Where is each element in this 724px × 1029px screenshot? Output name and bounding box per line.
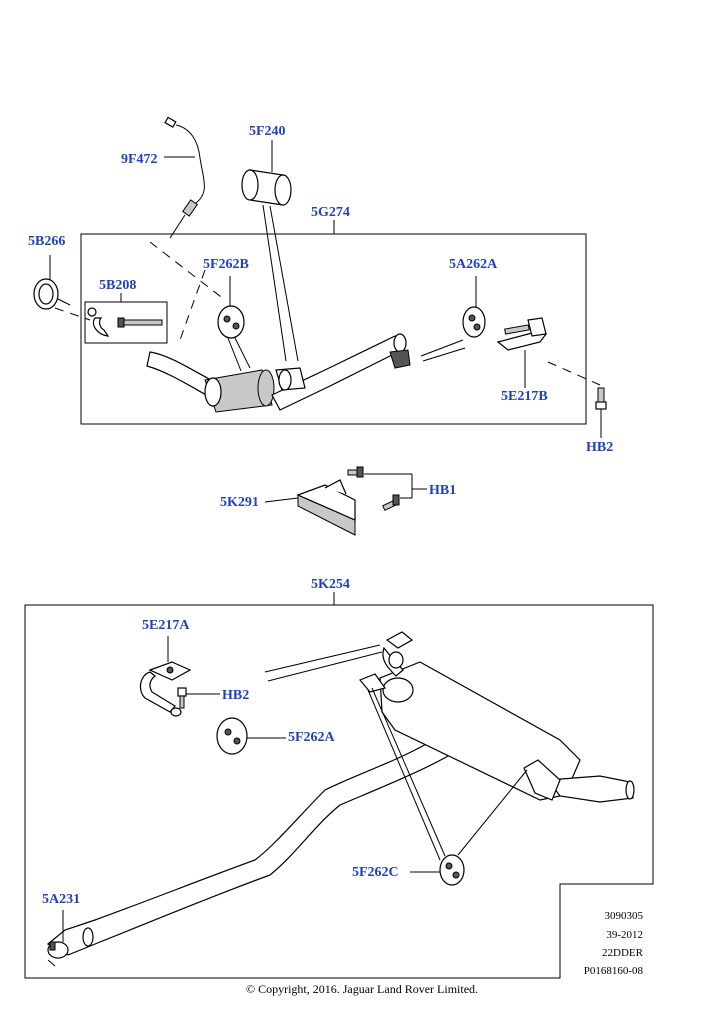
label-5f262a[interactable]: 5F262A: [288, 730, 335, 745]
front-pipe-assembly: [146, 333, 411, 413]
label-hb2-top[interactable]: HB2: [586, 440, 614, 455]
label-5f240[interactable]: 5F240: [249, 124, 286, 139]
label-5f262b[interactable]: 5F262B: [203, 257, 249, 272]
lower-assembly-box: [24, 604, 654, 979]
bracket-5e217a: [139, 636, 192, 717]
label-5g274[interactable]: 5G274: [311, 205, 350, 220]
oxygen-sensor-9f472: [164, 116, 205, 239]
label-9f472[interactable]: 9F472: [121, 152, 158, 167]
copyright-notice: © Copyright, 2016. Jaguar Land Rover Lim…: [245, 982, 479, 996]
label-5f262c[interactable]: 5F262C: [352, 865, 399, 880]
label-hb2-bottom[interactable]: HB2: [222, 688, 250, 703]
reference-line-2: 39-2012: [606, 929, 643, 941]
label-5b266[interactable]: 5B266: [28, 234, 66, 249]
bolt-hb2-top: [595, 387, 607, 438]
bracket-5k291: [264, 466, 427, 536]
label-5k291[interactable]: 5K291: [220, 495, 259, 510]
clamp-5b208: [84, 293, 168, 344]
label-5k254[interactable]: 5K254: [311, 577, 350, 592]
reference-line-4: P0168160-08: [583, 965, 643, 977]
hanger-5f262a: [216, 644, 383, 755]
hanger-5f262c: [367, 687, 528, 886]
reference-line-3: 22DDER: [602, 947, 643, 959]
rear-silencer-assembly: [46, 631, 635, 956]
label-5a262a[interactable]: 5A262A: [449, 257, 498, 272]
catalyst-shield-5f240: [241, 140, 299, 362]
clamp-5a231: [47, 910, 69, 967]
hanger-5f262b: [217, 276, 251, 372]
label-5b208[interactable]: 5B208: [99, 278, 137, 293]
bracket-5e217b: [496, 317, 601, 388]
label-5e217b[interactable]: 5E217B: [501, 389, 548, 404]
bolt-hb2-bottom: [177, 687, 220, 709]
label-5a231[interactable]: 5A231: [42, 892, 81, 907]
reference-line-1: 3090305: [604, 910, 644, 922]
label-5e217a[interactable]: 5E217A: [142, 618, 190, 633]
gasket-5b266: [33, 255, 71, 310]
label-hb1[interactable]: HB1: [429, 483, 457, 498]
hanger-5a262a: [420, 276, 486, 362]
